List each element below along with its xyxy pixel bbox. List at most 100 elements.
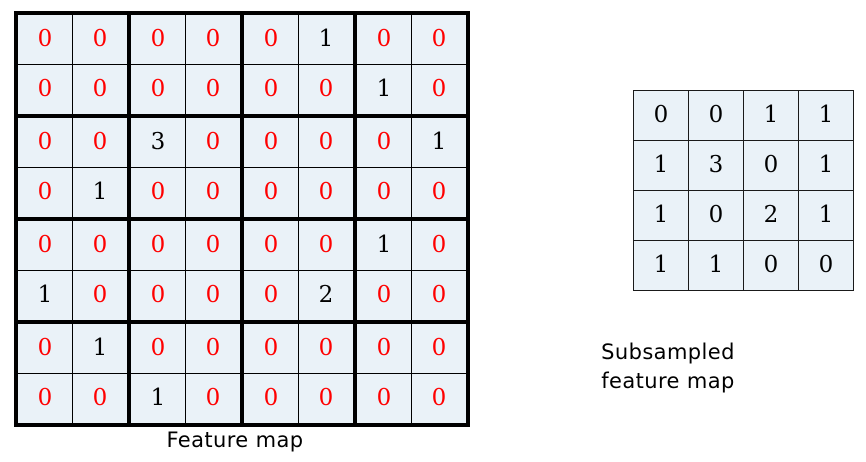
subsampled-cell-r3-c4: 1 bbox=[798, 190, 854, 241]
feature-map-cell-r7-c8: 0 bbox=[411, 321, 469, 374]
feature-map-cell-r4-c2: 1 bbox=[72, 167, 131, 221]
feature-map-cell-r8-c6: 0 bbox=[298, 373, 357, 426]
feature-map-cell-r4-c1: 0 bbox=[15, 167, 73, 221]
feature-map-cell-r5-c1: 0 bbox=[15, 218, 73, 271]
subsampled-cell-r2-c1: 1 bbox=[633, 140, 689, 191]
subsampled-cell-r4-c3: 0 bbox=[743, 240, 799, 291]
feature-map-cell-r2-c6: 0 bbox=[298, 64, 357, 118]
feature-map-cell-r2-c4: 0 bbox=[185, 64, 244, 118]
subsampled-feature-map-caption: Subsampled feature map bbox=[470, 338, 866, 396]
feature-map-cell-r7-c7: 0 bbox=[354, 321, 412, 374]
feature-map-cell-r2-c3: 0 bbox=[128, 64, 186, 118]
feature-map-cell-r8-c1: 0 bbox=[15, 373, 73, 426]
feature-map-cell-r4-c3: 0 bbox=[128, 167, 186, 221]
feature-map-cell-r1-c7: 0 bbox=[354, 12, 412, 65]
feature-map-cell-r7-c5: 0 bbox=[241, 321, 299, 374]
subsampled-cell-r3-c1: 1 bbox=[633, 190, 689, 241]
feature-map-cell-r5-c3: 0 bbox=[128, 218, 186, 271]
subsampled-cell-r4-c4: 0 bbox=[798, 240, 854, 291]
feature-map-cell-r1-c5: 0 bbox=[241, 12, 299, 65]
feature-map-cell-r8-c5: 0 bbox=[241, 373, 299, 426]
feature-map-cell-r3-c3: 3 bbox=[128, 115, 186, 168]
feature-map-cell-r5-c2: 0 bbox=[72, 218, 131, 271]
feature-map-cell-r1-c3: 0 bbox=[128, 12, 186, 65]
feature-map-cell-r3-c8: 1 bbox=[411, 115, 469, 168]
feature-map-cell-r1-c6: 1 bbox=[298, 12, 357, 65]
feature-map-cell-r8-c2: 0 bbox=[72, 373, 131, 426]
subsampled-cell-r3-c2: 0 bbox=[688, 190, 744, 241]
subsampled-cell-r1-c3: 1 bbox=[743, 90, 799, 141]
feature-map-cell-r3-c7: 0 bbox=[354, 115, 412, 168]
feature-map-cell-r6-c5: 0 bbox=[241, 270, 299, 324]
feature-map-cell-r6-c3: 0 bbox=[128, 270, 186, 324]
subsampled-cell-r2-c3: 0 bbox=[743, 140, 799, 191]
feature-map-cell-r5-c6: 0 bbox=[298, 218, 357, 271]
subsampled-caption-line-1: Subsampled bbox=[601, 340, 735, 364]
subsampled-cell-r1-c1: 0 bbox=[633, 90, 689, 141]
feature-map-cell-r6-c8: 0 bbox=[411, 270, 469, 324]
feature-map-cell-r5-c8: 0 bbox=[411, 218, 469, 271]
feature-map-cell-r6-c6: 2 bbox=[298, 270, 357, 324]
feature-map-cell-r4-c4: 0 bbox=[185, 167, 244, 221]
feature-map-cell-r1-c8: 0 bbox=[411, 12, 469, 65]
feature-map-cell-r2-c8: 0 bbox=[411, 64, 469, 118]
feature-map-cell-r2-c7: 1 bbox=[354, 64, 412, 118]
feature-map-cell-r8-c7: 0 bbox=[354, 373, 412, 426]
feature-map-cell-r4-c8: 0 bbox=[411, 167, 469, 221]
feature-map-cell-r8-c8: 0 bbox=[411, 373, 469, 426]
feature-map-cell-r7-c2: 1 bbox=[72, 321, 131, 374]
feature-map-cell-r5-c5: 0 bbox=[241, 218, 299, 271]
feature-map-cell-r8-c4: 0 bbox=[185, 373, 244, 426]
feature-map-cell-r2-c5: 0 bbox=[241, 64, 299, 118]
feature-map-cell-r6-c1: 1 bbox=[15, 270, 73, 324]
feature-map-cell-r1-c4: 0 bbox=[185, 12, 244, 65]
subsampled-cell-r2-c4: 1 bbox=[798, 140, 854, 191]
feature-map-cell-r4-c7: 0 bbox=[354, 167, 412, 221]
feature-map-cell-r2-c2: 0 bbox=[72, 64, 131, 118]
feature-map-cell-r7-c1: 0 bbox=[15, 321, 73, 374]
feature-map-cell-r6-c7: 0 bbox=[354, 270, 412, 324]
feature-map-cell-r6-c2: 0 bbox=[72, 270, 131, 324]
feature-map-cell-r7-c3: 0 bbox=[128, 321, 186, 374]
feature-map-cell-r5-c7: 1 bbox=[354, 218, 412, 271]
subsampled-cell-r3-c3: 2 bbox=[743, 190, 799, 241]
feature-map-cell-r4-c5: 0 bbox=[241, 167, 299, 221]
feature-map-cell-r2-c1: 0 bbox=[15, 64, 73, 118]
subsampled-caption-line-2: feature map bbox=[601, 368, 735, 393]
feature-map-cell-r7-c6: 0 bbox=[298, 321, 357, 374]
subsampled-cell-r1-c4: 1 bbox=[798, 90, 854, 141]
feature-map-cell-r4-c6: 0 bbox=[298, 167, 357, 221]
feature-map-cell-r1-c2: 0 bbox=[72, 12, 131, 65]
feature-map-cell-r5-c4: 0 bbox=[185, 218, 244, 271]
feature-map-cell-r3-c1: 0 bbox=[15, 115, 73, 168]
feature-map-caption: Feature map bbox=[166, 428, 304, 452]
subsampled-cell-r2-c2: 3 bbox=[688, 140, 744, 191]
feature-map-cell-r3-c6: 0 bbox=[298, 115, 357, 168]
feature-map-cell-r1-c1: 0 bbox=[15, 12, 73, 65]
feature-map-cell-r3-c4: 0 bbox=[185, 115, 244, 168]
feature-map-cell-r6-c4: 0 bbox=[185, 270, 244, 324]
subsampled-cell-r4-c1: 1 bbox=[633, 240, 689, 291]
feature-map-cell-r7-c4: 0 bbox=[185, 321, 244, 374]
feature-map-cell-r8-c3: 1 bbox=[128, 373, 186, 426]
subsampled-cell-r4-c2: 1 bbox=[688, 240, 744, 291]
feature-map-cell-r3-c2: 0 bbox=[72, 115, 131, 168]
